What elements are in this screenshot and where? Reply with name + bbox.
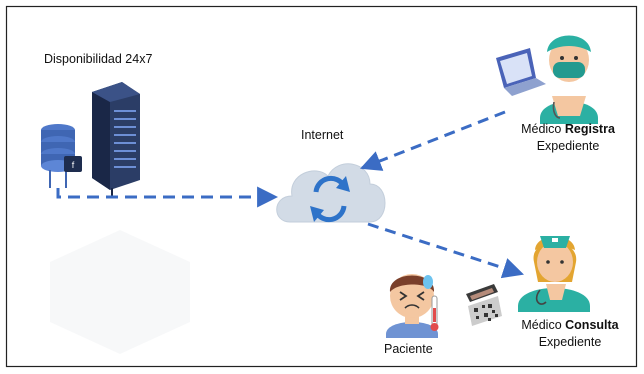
patient-avatar bbox=[386, 274, 439, 338]
doctor-consult-object: Expediente bbox=[538, 335, 602, 349]
laptop-icon bbox=[496, 48, 546, 96]
doctor-consult-action: Consulta bbox=[565, 318, 619, 332]
doctor-register-name: Médico bbox=[521, 122, 562, 136]
internet-label: Internet bbox=[301, 128, 344, 142]
doctor-register-object: Expediente bbox=[536, 139, 600, 153]
doctor-register-label: Médico Registra Expediente bbox=[502, 121, 634, 155]
sync-icon bbox=[310, 175, 350, 223]
qr-code-icon bbox=[468, 296, 502, 326]
database-icon: f bbox=[41, 124, 82, 188]
server-rack-icon bbox=[92, 82, 140, 198]
doctor-consult-avatar bbox=[518, 236, 590, 312]
doctor-consult-name: Médico bbox=[521, 318, 562, 332]
register-to-cloud-arrow bbox=[360, 110, 506, 171]
svg-text:f: f bbox=[72, 160, 75, 170]
doctor-register-action: Registra bbox=[564, 122, 615, 136]
background-hexagon-watermark bbox=[50, 230, 190, 354]
cloud-to-consult-arrow bbox=[367, 222, 524, 279]
availability-label: Disponibilidad 24x7 bbox=[44, 52, 153, 66]
patient-label: Paciente bbox=[384, 342, 433, 356]
doctor-register-avatar bbox=[540, 35, 598, 124]
cloud-icon bbox=[276, 163, 386, 223]
server-to-cloud-arrow bbox=[56, 186, 279, 208]
phone-icon bbox=[466, 284, 498, 302]
doctor-consult-label: Médico Consulta Expediente bbox=[502, 317, 638, 351]
